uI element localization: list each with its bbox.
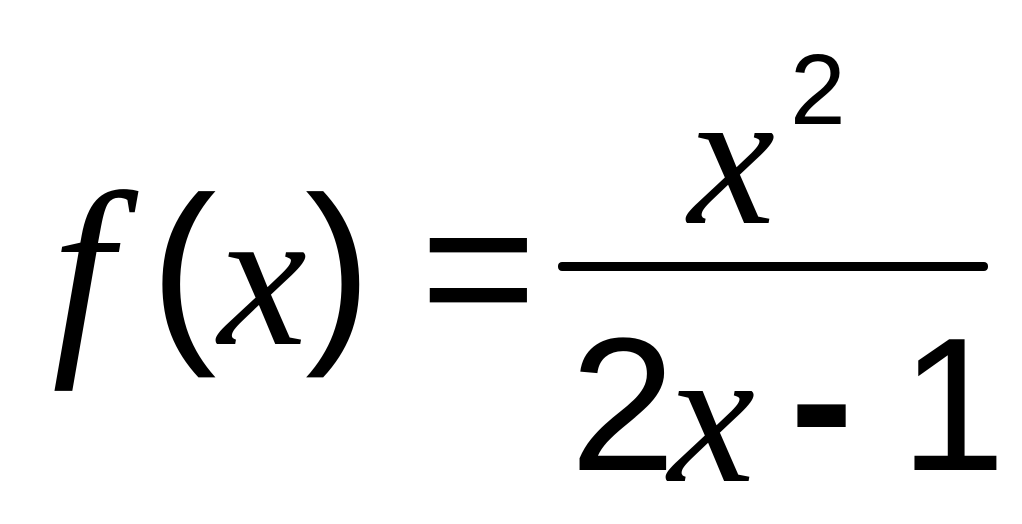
numerator-exponent: 2	[790, 34, 846, 146]
math-formula: f ( x ) = x 2 2 x - 1	[52, 34, 1006, 514]
function-name: f	[52, 148, 114, 392]
close-parenthesis: )	[305, 156, 372, 379]
denominator-constant: 1	[900, 299, 1006, 511]
numerator-base: x	[688, 49, 775, 266]
denominator-coefficient: 2	[570, 299, 676, 511]
equals-sign: =	[420, 156, 537, 379]
fraction-bar	[558, 262, 988, 271]
function-argument: x	[218, 167, 307, 388]
minus-operator: -	[790, 294, 854, 506]
open-parenthesis: (	[150, 156, 217, 379]
denominator-variable: x	[668, 307, 755, 524]
